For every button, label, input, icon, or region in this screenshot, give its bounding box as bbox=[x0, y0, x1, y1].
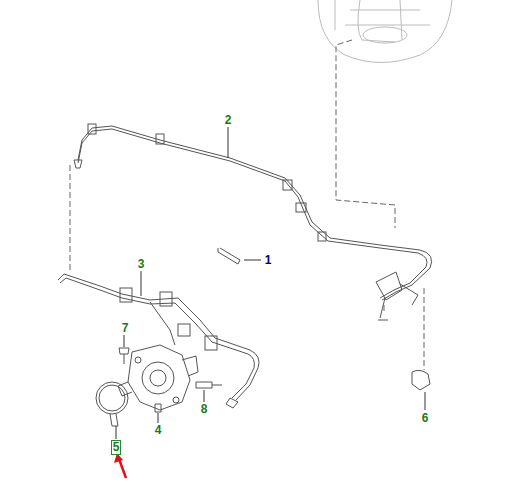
bolt bbox=[155, 404, 161, 412]
callout-number: 6 bbox=[421, 412, 430, 425]
vacuum-pipe bbox=[74, 124, 432, 320]
pointer-arrow-head bbox=[114, 453, 123, 463]
pin bbox=[218, 248, 240, 264]
vacuum-hose bbox=[58, 274, 259, 408]
callout-number: 3 bbox=[137, 258, 146, 271]
pointer-arrow bbox=[119, 459, 126, 478]
callout-number: 8 bbox=[200, 403, 209, 416]
seal-ring bbox=[96, 382, 128, 426]
fitting bbox=[196, 382, 222, 388]
callout-number: 4 bbox=[154, 424, 163, 437]
guide-lines bbox=[70, 40, 424, 370]
callout-number: 1 bbox=[264, 254, 273, 267]
callout-number: 2 bbox=[224, 114, 233, 127]
clip bbox=[412, 370, 430, 390]
highlighted-callout: 5 bbox=[111, 440, 122, 455]
vacuum-pump bbox=[118, 345, 198, 410]
brake-booster bbox=[318, 0, 452, 63]
leader-line bbox=[116, 127, 425, 439]
callout-number: 5 bbox=[113, 440, 120, 454]
bolt bbox=[119, 348, 129, 364]
callout-number: 7 bbox=[121, 322, 130, 335]
